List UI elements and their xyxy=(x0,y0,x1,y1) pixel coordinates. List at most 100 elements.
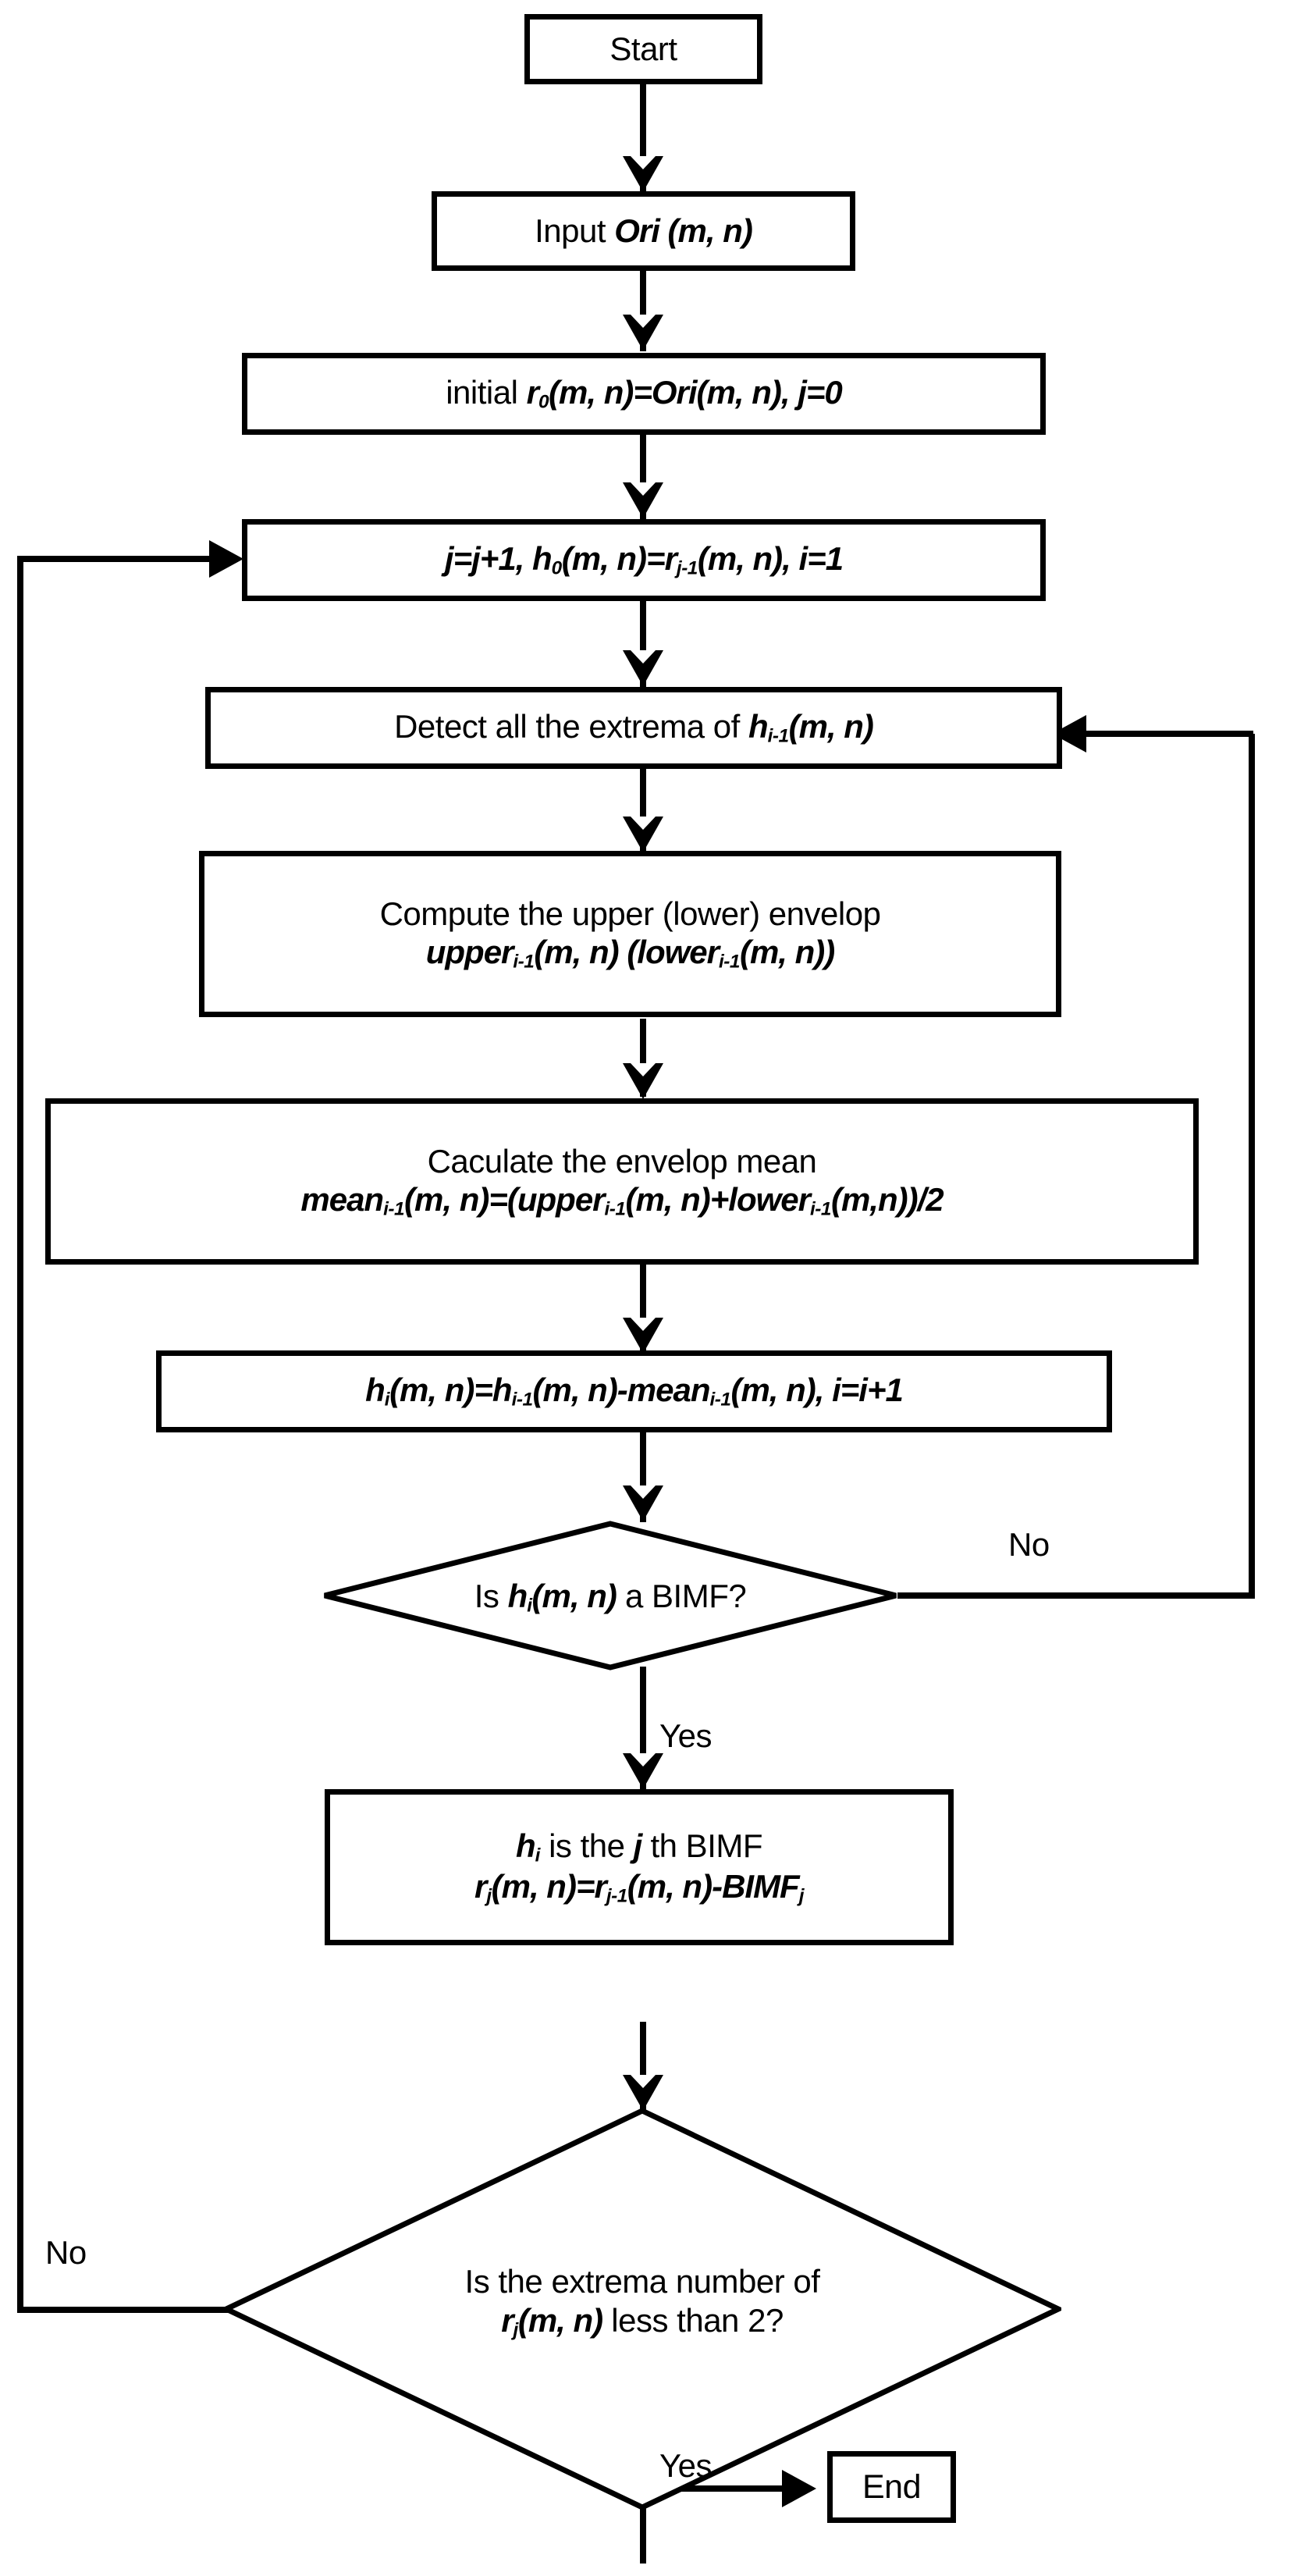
edge-bimfresult-to-isextrema xyxy=(640,2022,646,2112)
node-envelop-line1: Compute the upper (lower) envelop xyxy=(379,895,881,932)
edge-updatej-to-detect xyxy=(640,601,646,687)
node-input-label: Input Ori (m, n) xyxy=(437,212,850,251)
node-sift-a: h xyxy=(365,1372,386,1409)
node-initial-r: r xyxy=(526,374,539,411)
node-update-j-sub2: j-1 xyxy=(676,557,698,579)
node-mean-l2subb: i-1 xyxy=(604,1198,626,1220)
node-bimf-l2b: (m, n)=r xyxy=(491,1868,607,1905)
node-isbimf-rest: (m, n) xyxy=(531,1578,617,1614)
node-bimf-l2a: r xyxy=(474,1868,487,1905)
edge-isextrema-yes-horizontal xyxy=(640,2485,796,2492)
edge-isextrema-no-return xyxy=(17,556,215,562)
node-bimf-result-label: hi is the j th BIMF r j (m, n)=rj-1(m, n)-… xyxy=(330,1827,948,1908)
node-initial-prefix: initial xyxy=(446,374,527,411)
node-isextrema-l2suba: j xyxy=(513,2319,519,2341)
arrowhead-envelop-to-mean xyxy=(623,1063,663,1099)
edge-isbimf-no-return xyxy=(1061,731,1253,737)
node-update-j[interactable]: j=j+1, h0(m, n)=rj-1(m, n), i=1 xyxy=(242,519,1046,601)
node-isbimf-h: h xyxy=(507,1578,528,1614)
node-update-j-label: j=j+1, h0(m, n)=rj-1(m, n), i=1 xyxy=(247,539,1040,580)
node-mean-l2b: (m, n)=(upper xyxy=(404,1181,605,1219)
node-envelop-l2suba: i-1 xyxy=(513,951,535,973)
node-is-extrema[interactable]: Is the extrema number of rj(m, n) less t… xyxy=(223,2108,1061,2510)
node-update-j-sub1: 0 xyxy=(551,557,563,579)
node-bimf-l2c: (m, n)-BIMF xyxy=(627,1868,800,1905)
edge-label-isextrema-yes: Yes xyxy=(659,2447,713,2484)
node-envelop-l2b: (m, n) (lower xyxy=(534,934,720,971)
arrowhead-start-to-input xyxy=(623,156,663,192)
node-detect-rest: (m, n) xyxy=(788,708,874,745)
node-bimf-l2subc: j xyxy=(798,1885,805,1907)
node-mean-l2a: mean xyxy=(300,1181,384,1219)
node-detect-extrema-label: Detect all the extrema of hi-1(m, n) xyxy=(211,707,1057,748)
node-detect-prefix: Detect all the extrema of xyxy=(394,708,748,745)
node-input[interactable]: Input Ori (m, n) xyxy=(432,191,855,271)
node-isextrema-l2c: less than 2? xyxy=(602,2302,784,2339)
node-compute-envelop-label: Compute the upper (lower) envelop upperi… xyxy=(204,895,1056,974)
node-envelop-mean[interactable]: Caculate the envelop mean mean i-1(m, n)=… xyxy=(45,1098,1199,1265)
edge-isbimf-no-horizontal xyxy=(897,1592,1255,1599)
node-envelop-l2subb: i-1 xyxy=(719,951,740,973)
arrowhead-isbimf-yes xyxy=(623,1753,663,1789)
node-mean-l2c: (m, n)+lower xyxy=(625,1181,811,1219)
node-sift-suba: i xyxy=(384,1389,390,1411)
is-bimf-diamond-shape xyxy=(324,1521,897,1670)
edge-isextrema-yes-vertical xyxy=(640,2498,646,2564)
arrowhead-sift-to-isbimf xyxy=(623,1485,663,1521)
node-initial[interactable]: initial r0(m, n)=Ori(m, n), j=0 xyxy=(242,353,1046,435)
edge-label-isbimf-no: No xyxy=(1008,1526,1050,1563)
edge-isbimf-yes xyxy=(640,1667,646,1791)
edge-detect-to-envelop xyxy=(640,769,646,851)
node-bimf-l1a: h xyxy=(515,1827,536,1864)
node-is-bimf-label: Is hi(m, n) a BIMF? xyxy=(322,1577,899,1617)
node-bimf-l1d: th BIMF xyxy=(641,1827,763,1864)
node-bimf-l2subb: j-1 xyxy=(606,1885,627,1907)
node-input-math: Ori (m, n) xyxy=(614,212,753,250)
arrowhead-bimfresult-to-isextrema xyxy=(623,2075,663,2111)
node-start-label: Start xyxy=(609,30,677,68)
node-mean-line1: Caculate the envelop mean xyxy=(427,1142,817,1179)
node-detect-h: h xyxy=(748,708,769,745)
node-sift-subb: i-1 xyxy=(511,1389,533,1411)
node-compute-envelop[interactable]: Compute the upper (lower) envelop upperi… xyxy=(199,851,1061,1017)
node-is-extrema-label: Is the extrema number of rj(m, n) less t… xyxy=(223,2262,1061,2342)
node-sift-label: hi(m, n)=hi-1(m, n)-meani-1(m, n), i=i+1 xyxy=(162,1371,1107,1411)
node-isextrema-line1: Is the extrema number of xyxy=(464,2263,820,2300)
node-isextrema-l2a: r xyxy=(501,2302,514,2339)
node-isextrema-l2b: (m, n) xyxy=(517,2302,603,2339)
node-sift-d: (m, n), i=i+1 xyxy=(730,1372,903,1409)
arrowhead-mean-to-sift xyxy=(623,1318,663,1354)
node-envelop-l2a: upper xyxy=(425,934,514,971)
edge-isbimf-no-vertical xyxy=(1249,734,1255,1597)
node-detect-extrema[interactable]: Detect all the extrema of hi-1(m, n) xyxy=(205,687,1062,769)
node-envelop-mean-label: Caculate the envelop mean mean i-1(m, n)=… xyxy=(51,1142,1193,1222)
node-isbimf-sub: i xyxy=(527,1595,532,1617)
node-detect-sub: i-1 xyxy=(767,725,789,747)
node-end-label: End xyxy=(862,2467,922,2506)
node-bimf-l1suba: i xyxy=(535,1845,541,1866)
node-is-bimf[interactable]: Is hi(m, n) a BIMF? xyxy=(322,1521,899,1670)
edge-label-isbimf-yes: Yes xyxy=(659,1717,713,1754)
node-bimf-l1b: is the xyxy=(539,1827,634,1864)
node-sift[interactable]: hi(m, n)=hi-1(m, n)-meani-1(m, n), i=i+1 xyxy=(156,1350,1112,1432)
node-bimf-l1c: j xyxy=(633,1827,643,1864)
node-bimf-result[interactable]: hi is the j th BIMF r j (m, n)=rj-1(m, n)-… xyxy=(325,1789,954,1945)
arrowhead-detect-to-envelop xyxy=(623,817,663,852)
node-envelop-l2c: (m, n)) xyxy=(739,934,835,971)
node-end[interactable]: End xyxy=(827,2451,956,2523)
edge-isextrema-no-vertical xyxy=(17,559,23,2310)
node-update-j-part2: (m, n)=r xyxy=(561,540,677,578)
node-initial-label: initial r0(m, n)=Ori(m, n), j=0 xyxy=(247,373,1040,414)
node-start[interactable]: Start xyxy=(524,14,762,84)
arrowhead-isextrema-no xyxy=(209,540,243,578)
node-mean-l2d: (m,n))/2 xyxy=(830,1181,944,1219)
edge-initial-to-updatej xyxy=(640,433,646,519)
edge-mean-to-sift xyxy=(640,1265,646,1350)
node-initial-rest: (m, n)=Ori(m, n), j=0 xyxy=(549,374,843,411)
node-update-j-part3: (m, n), i=1 xyxy=(697,540,844,578)
arrowhead-updatej-to-detect xyxy=(623,650,663,686)
arrowhead-input-to-initial xyxy=(623,315,663,350)
edge-input-to-initial xyxy=(640,269,646,351)
edge-isextrema-no-horizontal xyxy=(17,2307,229,2313)
